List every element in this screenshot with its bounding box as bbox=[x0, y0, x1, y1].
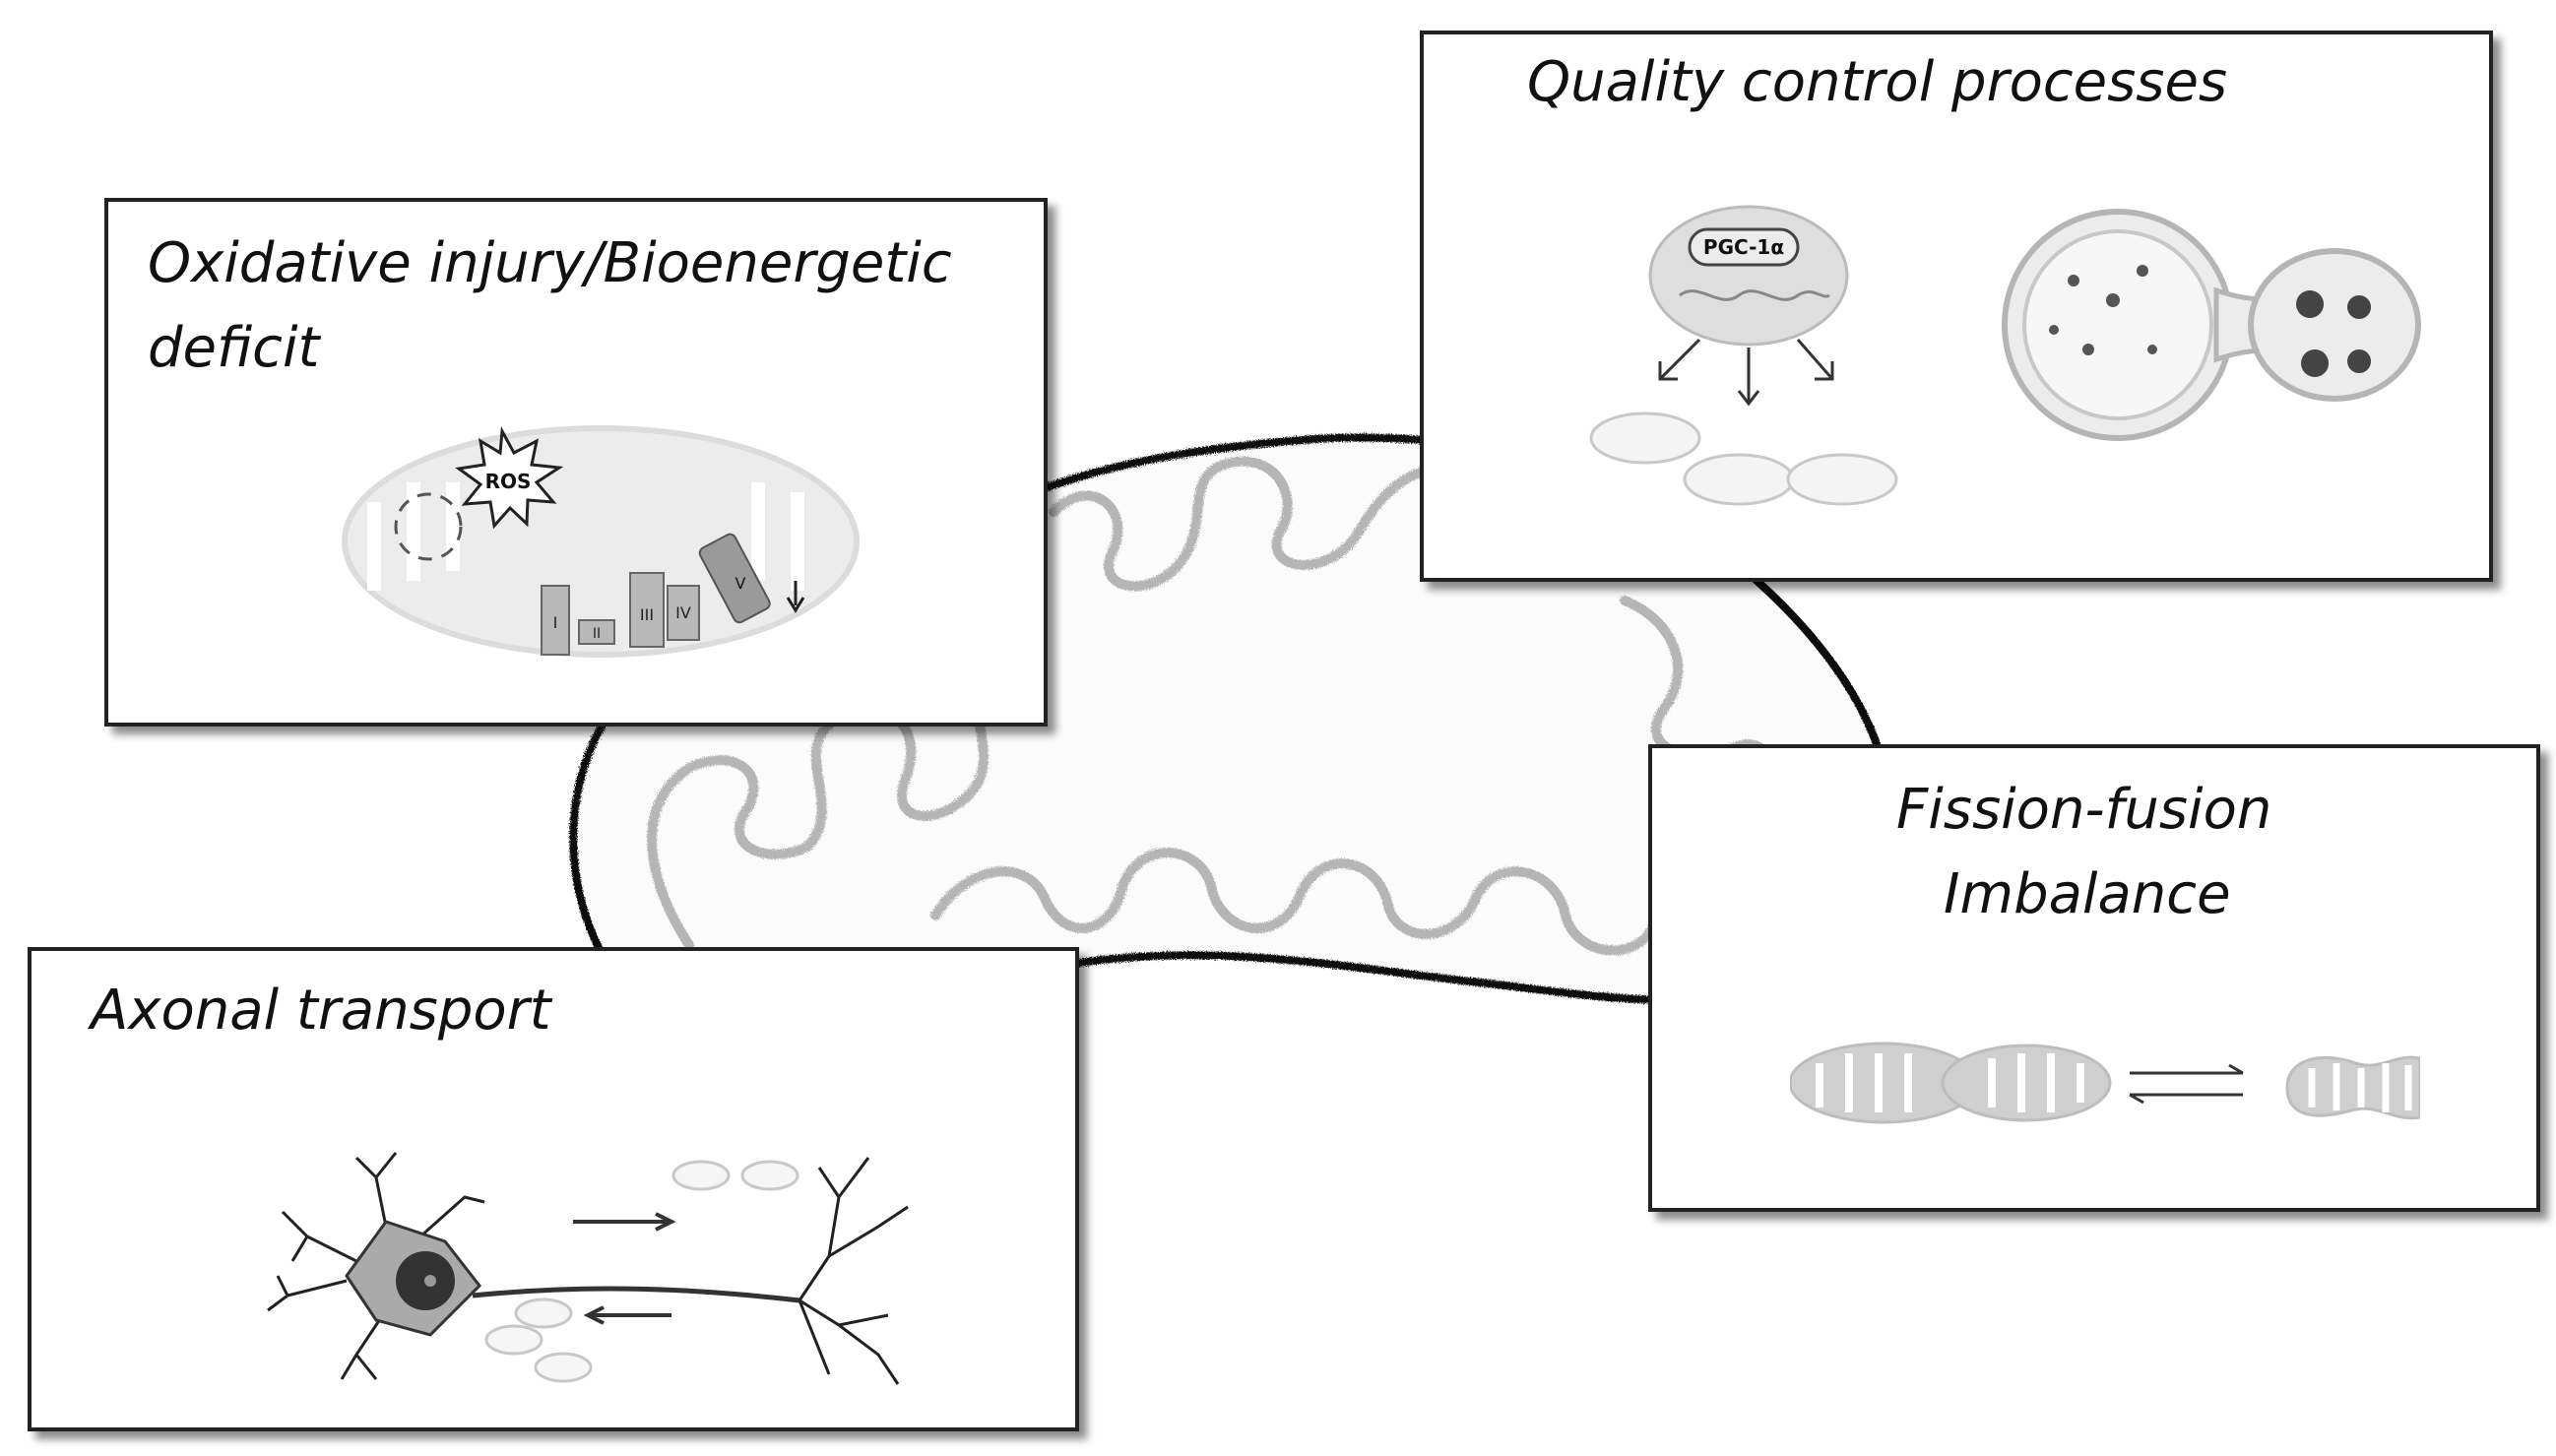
lysosome bbox=[2248, 248, 2421, 402]
forward-arrow-icon bbox=[2130, 1063, 2244, 1075]
neuron-dendrites bbox=[267, 1152, 485, 1380]
engulfed-debris bbox=[2049, 265, 2157, 355]
ros-burst-icon bbox=[455, 425, 564, 530]
complex-3-label: III bbox=[640, 605, 654, 624]
neuron-illustration bbox=[267, 1152, 909, 1385]
transported-mitochondrion-5 bbox=[534, 1352, 593, 1383]
pgc-label-box bbox=[1688, 227, 1800, 267]
ros-label: ROS bbox=[485, 470, 532, 493]
axon bbox=[472, 1286, 800, 1303]
fused-mitochondrion bbox=[2285, 1055, 2420, 1120]
mitophagy-illustration bbox=[2002, 209, 2421, 441]
fused-cristae bbox=[2308, 1063, 2412, 1112]
transported-mitochondrion-3 bbox=[514, 1298, 573, 1329]
nucleus bbox=[1648, 205, 1849, 347]
neuron-nucleolus bbox=[424, 1275, 436, 1287]
autophagosome-inner bbox=[2022, 229, 2213, 420]
new-mitochondrion-1 bbox=[1589, 411, 1701, 465]
complex-3 bbox=[629, 572, 665, 648]
fissioning-cristae bbox=[1816, 1053, 2084, 1112]
transported-mitochondrion-1 bbox=[671, 1160, 731, 1191]
complex-1 bbox=[541, 585, 570, 656]
new-mitochondrion-2 bbox=[1683, 453, 1795, 506]
panel-oxidative-injury: Oxidative injury/Bioenergetic deficit RO… bbox=[104, 198, 1048, 727]
complex-4-label: IV bbox=[675, 603, 691, 622]
pgc-label: PGC-1α bbox=[1703, 235, 1784, 259]
arrow-left-icon bbox=[1658, 338, 1701, 381]
panel-title-axonal: Axonal transport bbox=[91, 979, 551, 1043]
hydrolase-enzymes bbox=[2296, 290, 2372, 377]
mitochondrion-cristae bbox=[647, 456, 1826, 956]
oxidative-mitochondrion-illustration: ROS I II III IV V bbox=[342, 425, 860, 658]
complex-5 bbox=[698, 533, 771, 624]
new-mitochondrion-3 bbox=[1786, 453, 1898, 506]
dna-strand bbox=[1679, 289, 1830, 301]
complex-2 bbox=[578, 619, 615, 645]
fissioning-mitochondrion-right bbox=[1941, 1044, 2112, 1122]
biogenesis-illustration: PGC-1α bbox=[1589, 205, 1898, 506]
atp-arrow-icon bbox=[786, 581, 805, 613]
panel-title-oxidative: Oxidative injury/Bioenergetic deficit bbox=[148, 231, 952, 380]
panel-fission-fusion: Fission-fusion Imbalance bbox=[1648, 744, 2540, 1212]
transported-mitochondrion-2 bbox=[740, 1160, 799, 1191]
complex-2-label: II bbox=[593, 626, 601, 642]
fission-fusion-illustration bbox=[1790, 1042, 2420, 1124]
panel-title-fission-line1: Fission-fusion bbox=[1896, 778, 2272, 842]
tca-cycle-icon bbox=[394, 492, 463, 561]
anterograde-arrow-icon bbox=[573, 1212, 676, 1232]
transported-mitochondrion-4 bbox=[484, 1324, 543, 1356]
panel-title-fission-line2: Imbalance bbox=[1944, 862, 2231, 926]
arrow-right-icon bbox=[1796, 339, 1834, 381]
panel-title-quality: Quality control processes bbox=[1527, 50, 2228, 114]
backward-arrow-icon bbox=[2129, 1093, 2243, 1105]
panel-quality-control: Quality control processes PGC-1α bbox=[1420, 31, 2493, 582]
panel-axonal-transport: Axonal transport bbox=[28, 947, 1079, 1431]
inner-cristae bbox=[367, 482, 804, 591]
complex-4 bbox=[667, 585, 700, 641]
arrow-down-icon bbox=[1737, 348, 1760, 407]
complex-5-label: V bbox=[735, 574, 746, 593]
retrograde-arrow-icon bbox=[583, 1305, 671, 1325]
axon-terminals bbox=[798, 1157, 909, 1385]
complex-1-label: I bbox=[553, 613, 558, 632]
